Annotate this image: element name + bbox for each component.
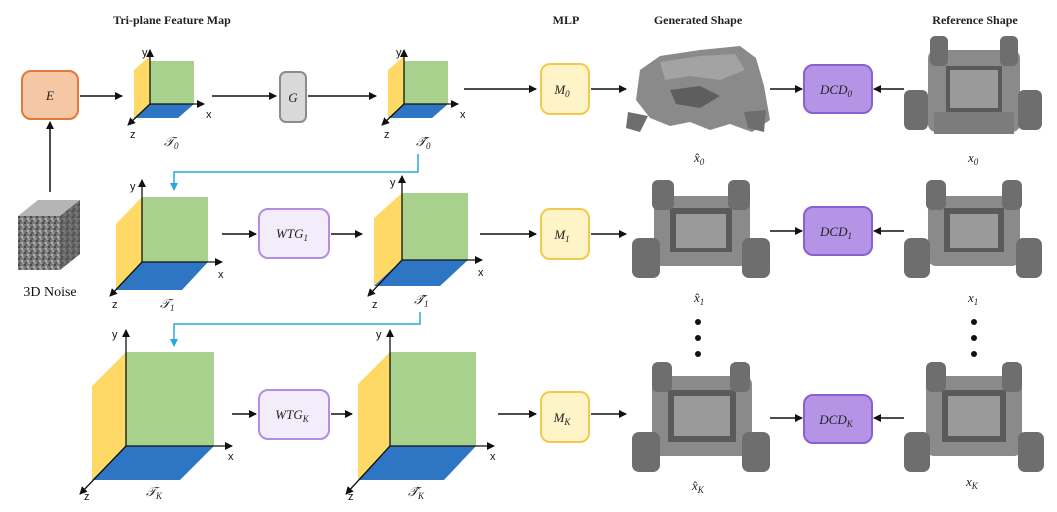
axis-x-label: x <box>228 451 234 463</box>
label-x1: x1 <box>967 290 978 307</box>
encoder-label: E <box>45 88 54 103</box>
reference-shape-k <box>904 362 1044 472</box>
link-t1hat-to-tk <box>170 312 421 347</box>
ellipsis-generated <box>695 319 701 357</box>
triplane-tk: y x z <box>79 329 234 503</box>
header-reference-shape: Reference Shape <box>932 13 1018 27</box>
mlp-m1-block: M1 <box>540 208 590 260</box>
label-xkhat: x̂K <box>691 478 705 495</box>
header-triplane: Tri-plane Feature Map <box>113 13 231 27</box>
triplane-t1hat: y x z <box>367 175 484 311</box>
mlp-mk-block: MK <box>540 391 590 443</box>
noise-label: 3D Noise <box>23 285 76 300</box>
triplane-t1: y x z <box>109 179 224 311</box>
axis-y-label: y <box>390 177 396 189</box>
header-generated-shape: Generated Shape <box>654 13 743 27</box>
wtgk-block: WTGK <box>258 389 330 440</box>
axis-x-label: x <box>218 269 224 281</box>
triplane-t0hat: y x z <box>381 47 466 141</box>
noise-cube <box>18 200 80 270</box>
axis-x-label: x <box>460 109 466 121</box>
axis-x-label: x <box>478 267 484 279</box>
dcd1-block: DCD1 <box>803 206 873 256</box>
axis-x-label: x <box>490 451 496 463</box>
wtg1-label: WTG1 <box>276 226 308 243</box>
wtgk-label: WTGK <box>275 407 309 424</box>
axis-z-label: z <box>384 129 390 141</box>
axis-z-label: z <box>112 299 118 311</box>
generated-shape-1 <box>632 180 770 278</box>
label-xk: xK <box>965 474 979 491</box>
label-x0hat: x̂0 <box>693 150 705 167</box>
ellipsis-reference <box>971 319 977 357</box>
reference-shape-0 <box>904 36 1042 134</box>
dcd0-label: DCD0 <box>819 82 852 99</box>
label-tkhat: 𝒯̂K <box>408 484 425 501</box>
axis-z-label: z <box>348 491 354 503</box>
label-x0: x0 <box>967 150 979 167</box>
reference-shape-1 <box>904 180 1042 278</box>
label-t0: 𝒯0 <box>164 134 179 151</box>
axis-z-label: z <box>130 129 136 141</box>
axis-y-label: y <box>376 329 382 341</box>
label-t0hat: 𝒯̂0 <box>416 134 431 151</box>
axis-z-label: z <box>84 491 90 503</box>
wtg1-block: WTG1 <box>258 208 330 259</box>
mlp-m0-label: M0 <box>553 82 570 99</box>
triplane-t0: y x z <box>127 47 212 141</box>
link-t0hat-to-t1 <box>170 154 419 191</box>
label-t1: 𝒯1 <box>160 296 174 313</box>
triplane-tkhat: y x z <box>345 329 496 503</box>
axis-y-label: y <box>112 329 118 341</box>
dcd0-block: DCD0 <box>803 64 873 114</box>
label-t1hat: 𝒯̂1 <box>414 292 428 309</box>
dcdk-block: DCDK <box>803 394 873 444</box>
generated-shape-0 <box>626 46 770 132</box>
axis-y-label: y <box>142 47 148 59</box>
axis-x-label: x <box>206 109 212 121</box>
axis-y-label: y <box>396 47 402 59</box>
generator-block: G <box>279 71 307 123</box>
generator-label: G <box>288 90 298 105</box>
header-mlp: MLP <box>553 13 580 27</box>
mlp-m1-label: M1 <box>553 227 569 244</box>
dcd1-label: DCD1 <box>819 224 852 241</box>
axis-z-label: z <box>372 299 378 311</box>
generated-shape-k <box>632 362 770 472</box>
label-tk: 𝒯K <box>146 484 163 501</box>
dcdk-label: DCDK <box>818 412 853 429</box>
label-x1hat: x̂1 <box>693 290 704 307</box>
mlp-mk-label: MK <box>553 410 572 427</box>
mlp-m0-block: M0 <box>540 63 590 115</box>
axis-y-label: y <box>130 181 136 193</box>
encoder-block: E <box>21 70 79 120</box>
